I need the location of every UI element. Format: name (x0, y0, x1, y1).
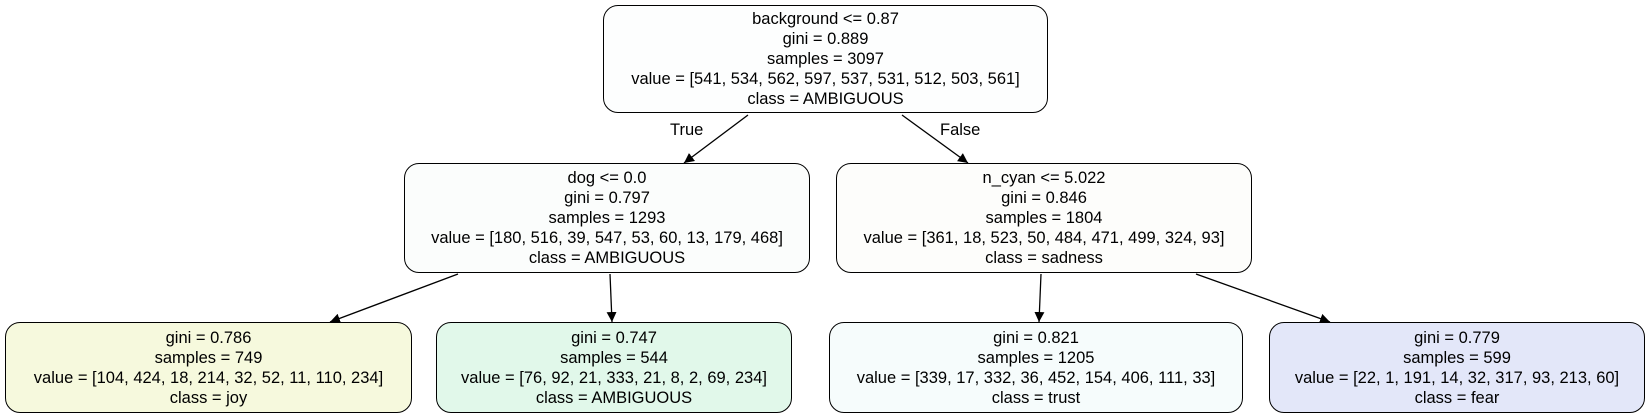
node-line: samples = 3097 (767, 50, 884, 68)
node-line: samples = 544 (560, 348, 668, 367)
node-line: samples = 599 (1403, 348, 1511, 367)
node-line: class = sadness (985, 249, 1103, 267)
edge-root-to-right (901, 114, 969, 164)
edge-right-to-rl (1034, 273, 1045, 323)
node-line: samples = 749 (154, 348, 263, 367)
node-line: value = [180, 516, 39, 547, 53, 60, 13, … (431, 229, 783, 247)
edge-label-false: False (940, 121, 981, 139)
node-line: samples = 1293 (548, 209, 666, 227)
node-line: class = AMBIGUOUS (528, 249, 686, 267)
node-line: gini = 0.747 (571, 328, 657, 347)
node-line: gini = 0.821 (993, 328, 1079, 347)
node-line: gini = 0.846 (1001, 189, 1087, 207)
node-line: value = [104, 424, 18, 214, 32, 52, 11, … (33, 368, 384, 387)
node-line: class = AMBIGUOUS (747, 90, 904, 108)
node-line: background <= 0.87 (752, 10, 899, 28)
tree-node-left: dog <= 0.0 gini = 0.797 samples = 1293 valu… (404, 163, 810, 273)
node-line: value = [76, 92, 21, 333, 21, 8, 2, 69, … (461, 368, 767, 387)
node-line: class = joy (169, 388, 248, 407)
node-line: gini = 0.797 (564, 189, 650, 207)
edge-left-to-lr (606, 273, 617, 323)
node-line: value = [361, 18, 523, 50, 484, 471, 499… (863, 229, 1225, 247)
node-line: value = [541, 534, 562, 597, 537, 531, 5… (631, 70, 1020, 88)
edge-right-to-rr (1195, 273, 1331, 324)
node-line: n_cyan <= 5.022 (982, 169, 1106, 187)
node-line: class = fear (1414, 388, 1500, 407)
node-line: samples = 1804 (985, 209, 1103, 227)
node-line: gini = 0.889 (782, 30, 869, 48)
tree-node-right: n_cyan <= 5.022 gini = 0.846 samples = 180… (836, 163, 1252, 273)
node-line: class = AMBIGUOUS (535, 388, 693, 407)
node-line: value = [339, 17, 332, 36, 452, 154, 406… (856, 368, 1216, 387)
tree-node-root: background <= 0.87 gini = 0.889 samples = … (603, 5, 1048, 113)
edge-label-true: True (670, 121, 704, 139)
node-line: samples = 1205 (977, 348, 1095, 367)
node-line: gini = 0.779 (1414, 328, 1500, 347)
node-line: gini = 0.786 (165, 328, 252, 347)
edge-root-to-left (683, 114, 749, 164)
node-line: class = trust (991, 388, 1081, 407)
node-line: dog <= 0.0 (567, 169, 647, 187)
node-line: value = [22, 1, 191, 14, 32, 317, 93, 21… (1294, 368, 1620, 387)
edge-left-to-ll (329, 273, 459, 324)
